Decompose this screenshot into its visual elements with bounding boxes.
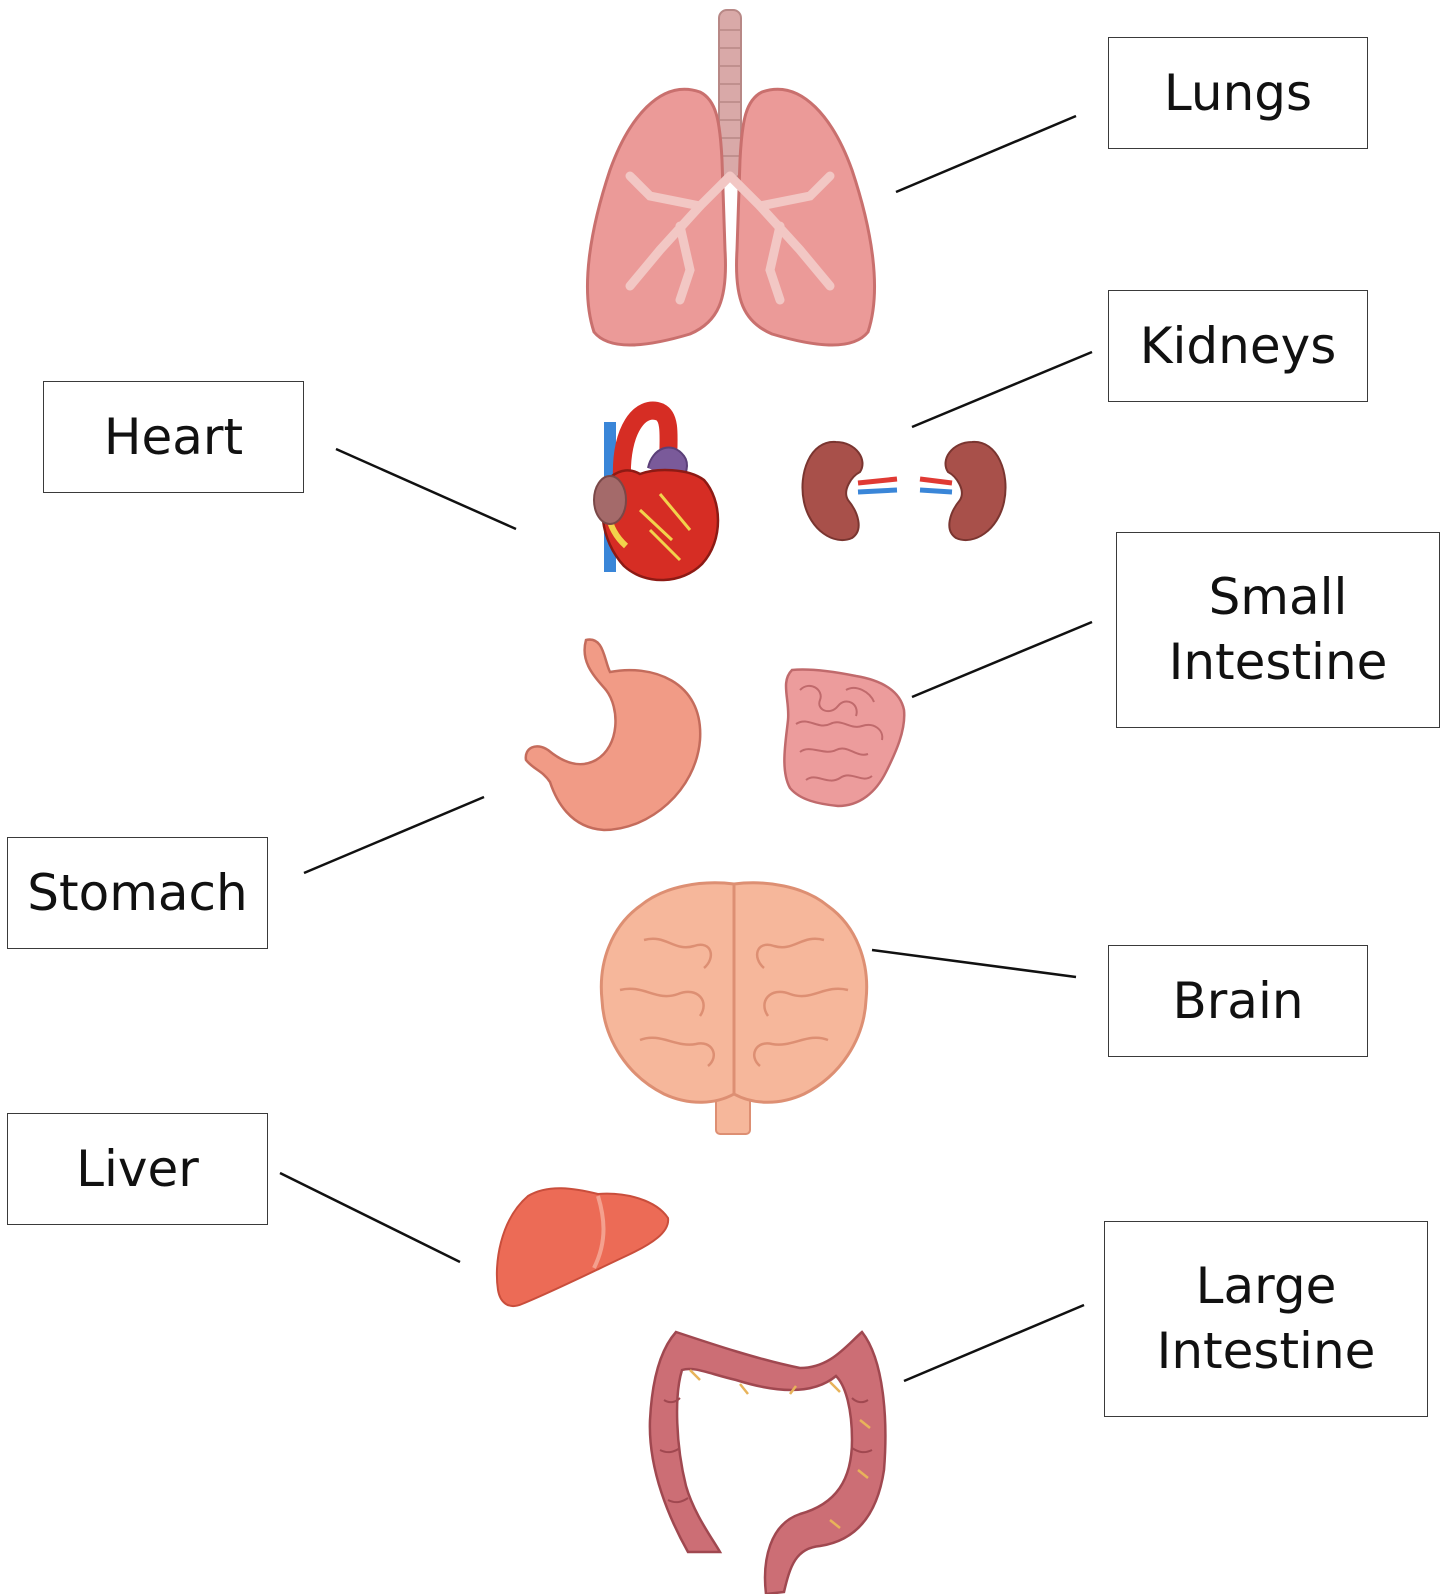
leader-line-stomach [304,797,484,873]
label-box-lungs[interactable]: Lungs [1108,37,1368,149]
label-box-stomach[interactable]: Stomach [7,837,268,949]
label-small-intestine-line-1: Small [1209,565,1348,630]
label-large-intestine-line-2: Intestine [1157,1319,1376,1384]
leader-line-liver [280,1173,460,1262]
small-intestine-illustration [784,669,904,806]
label-large-intestine-line-1: Large [1196,1254,1337,1319]
label-box-heart[interactable]: Heart [43,381,304,493]
liver [497,1188,668,1306]
kidneys-illustration [802,442,1005,540]
stomach [526,640,700,830]
stomach-illustration [526,640,700,830]
label-kidneys: Kidneys [1140,314,1337,379]
label-box-liver[interactable]: Liver [7,1113,268,1225]
leader-line-large-intestine [904,1305,1084,1381]
label-box-brain[interactable]: Brain [1108,945,1368,1057]
brain-illustration [601,883,866,1134]
small-intestine [784,669,904,806]
heart-illustration [594,411,718,580]
label-box-kidneys[interactable]: Kidneys [1108,290,1368,402]
label-liver: Liver [76,1137,199,1202]
label-stomach: Stomach [27,861,247,926]
label-lungs: Lungs [1164,61,1312,126]
brain-left-hemisphere [601,883,734,1102]
label-heart: Heart [104,405,243,470]
liver-illustration [497,1188,668,1306]
left-kidney [802,442,862,540]
left-lung [587,89,725,345]
large-intestine [650,1332,885,1594]
label-brain: Brain [1172,969,1303,1034]
label-small-intestine-line-2: Intestine [1169,630,1388,695]
large-intestine-illustration [650,1332,885,1594]
left-atrium [594,476,626,524]
brain-right-hemisphere [734,883,867,1102]
leader-line-heart [336,449,516,529]
leader-line-small-intestine [912,622,1092,697]
label-box-large-intestine[interactable]: Large Intestine [1104,1221,1428,1417]
leader-line-brain [872,950,1076,977]
leader-line-kidneys [912,352,1092,427]
right-kidney [945,442,1005,540]
leader-line-lungs [896,116,1076,192]
right-lung [736,89,874,345]
lungs-illustration [587,10,874,345]
label-box-small-intestine[interactable]: Small Intestine [1116,532,1440,728]
